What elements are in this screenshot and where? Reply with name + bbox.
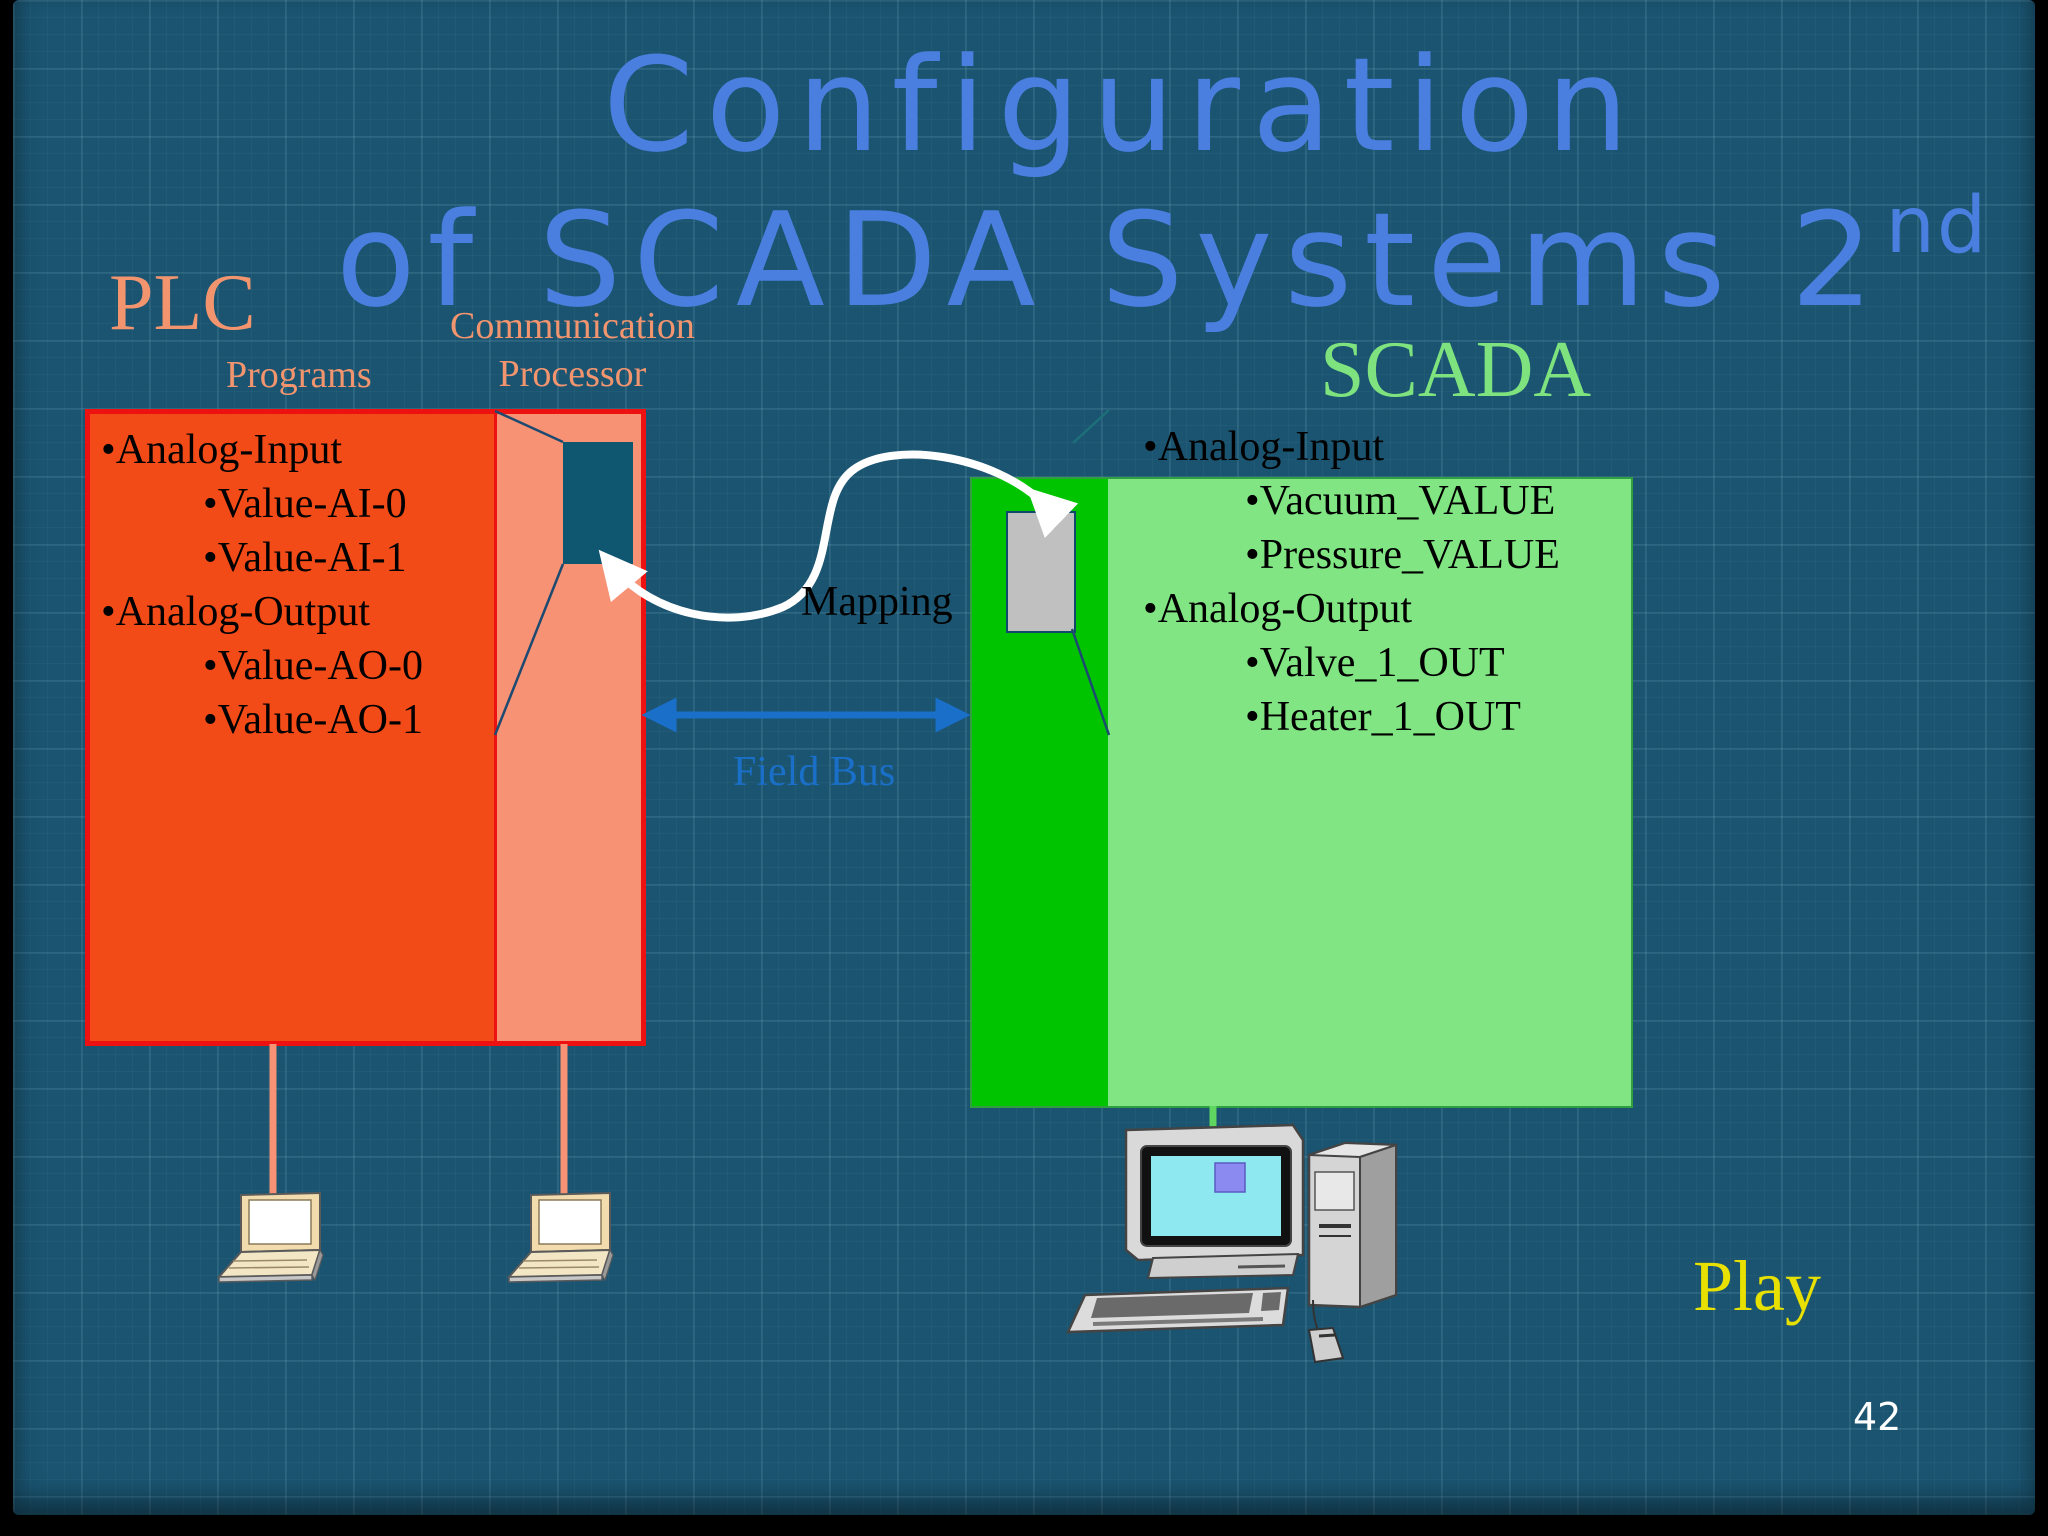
plc-item-value-ai-0: •Value-AI-0 (203, 481, 407, 527)
page-number: 42 (1853, 1395, 1902, 1439)
plc-variable-list: •Analog-Input •Value-AI-0 •Value-AI-1 •A… (101, 423, 423, 747)
laptop-icon-comm-processor (506, 1191, 614, 1283)
scada-item-heater-1-out: •Heater_1_OUT (1245, 694, 1521, 740)
scada-item-analog-input: •Analog-Input (1143, 424, 1384, 470)
slide-title-superscript: nd (1885, 181, 1989, 271)
plc-label: PLC (109, 259, 256, 347)
comm-processor-label: Communication Processor (450, 302, 695, 398)
slide-title-line2-text: of SCADA Systems 2 (336, 184, 1886, 336)
scada-item-pressure-value: •Pressure_VALUE (1245, 532, 1560, 578)
comm-zoom-line-bottom (493, 563, 565, 736)
fieldbus-label: Field Bus (733, 749, 896, 795)
scada-tags-box (1108, 477, 1633, 1108)
scada-zoom-line-top (1072, 409, 1110, 444)
plc-item-value-ao-0: •Value-AO-0 (203, 643, 423, 689)
slide: Configuration of SCADA Systems 2nd PLC P… (13, 0, 2035, 1515)
mapping-arrow (598, 450, 1079, 622)
plc-item-analog-input: •Analog-Input (101, 427, 342, 473)
play-button[interactable]: Play (1693, 1246, 1822, 1326)
scada-zoom-line-bottom (1070, 628, 1111, 736)
mapping-label: Mapping (801, 579, 953, 625)
plc-item-value-ao-1: •Value-AO-1 (203, 697, 423, 743)
diagram-connectors (216, 409, 1398, 1364)
programs-label: Programs (226, 354, 372, 396)
scada-computer-icon (1066, 1123, 1398, 1364)
plc-item-analog-output: •Analog-Output (101, 589, 371, 635)
plc-item-value-ai-1: •Value-AI-1 (203, 535, 407, 581)
comm-label-line2: Processor (498, 353, 647, 395)
scada-label: SCADA (1320, 326, 1592, 414)
scada-tag-list: •Analog-Input •Vacuum_VALUE •Pressure_VA… (1143, 420, 1560, 744)
scada-item-analog-output: •Analog-Output (1143, 586, 1413, 632)
comm-zoom-line-top (494, 409, 564, 444)
laptop-icon-programs (216, 1191, 324, 1283)
scada-item-valve-1-out: •Valve_1_OUT (1245, 640, 1505, 686)
slide-title-line1: Configuration (603, 29, 1641, 181)
slide-title-line2: of SCADA Systems 2nd (336, 187, 1988, 325)
comm-label-line1: Communication (450, 305, 695, 347)
plc-programs-box (85, 409, 503, 1046)
scada-item-vacuum-value: •Vacuum_VALUE (1245, 478, 1556, 524)
